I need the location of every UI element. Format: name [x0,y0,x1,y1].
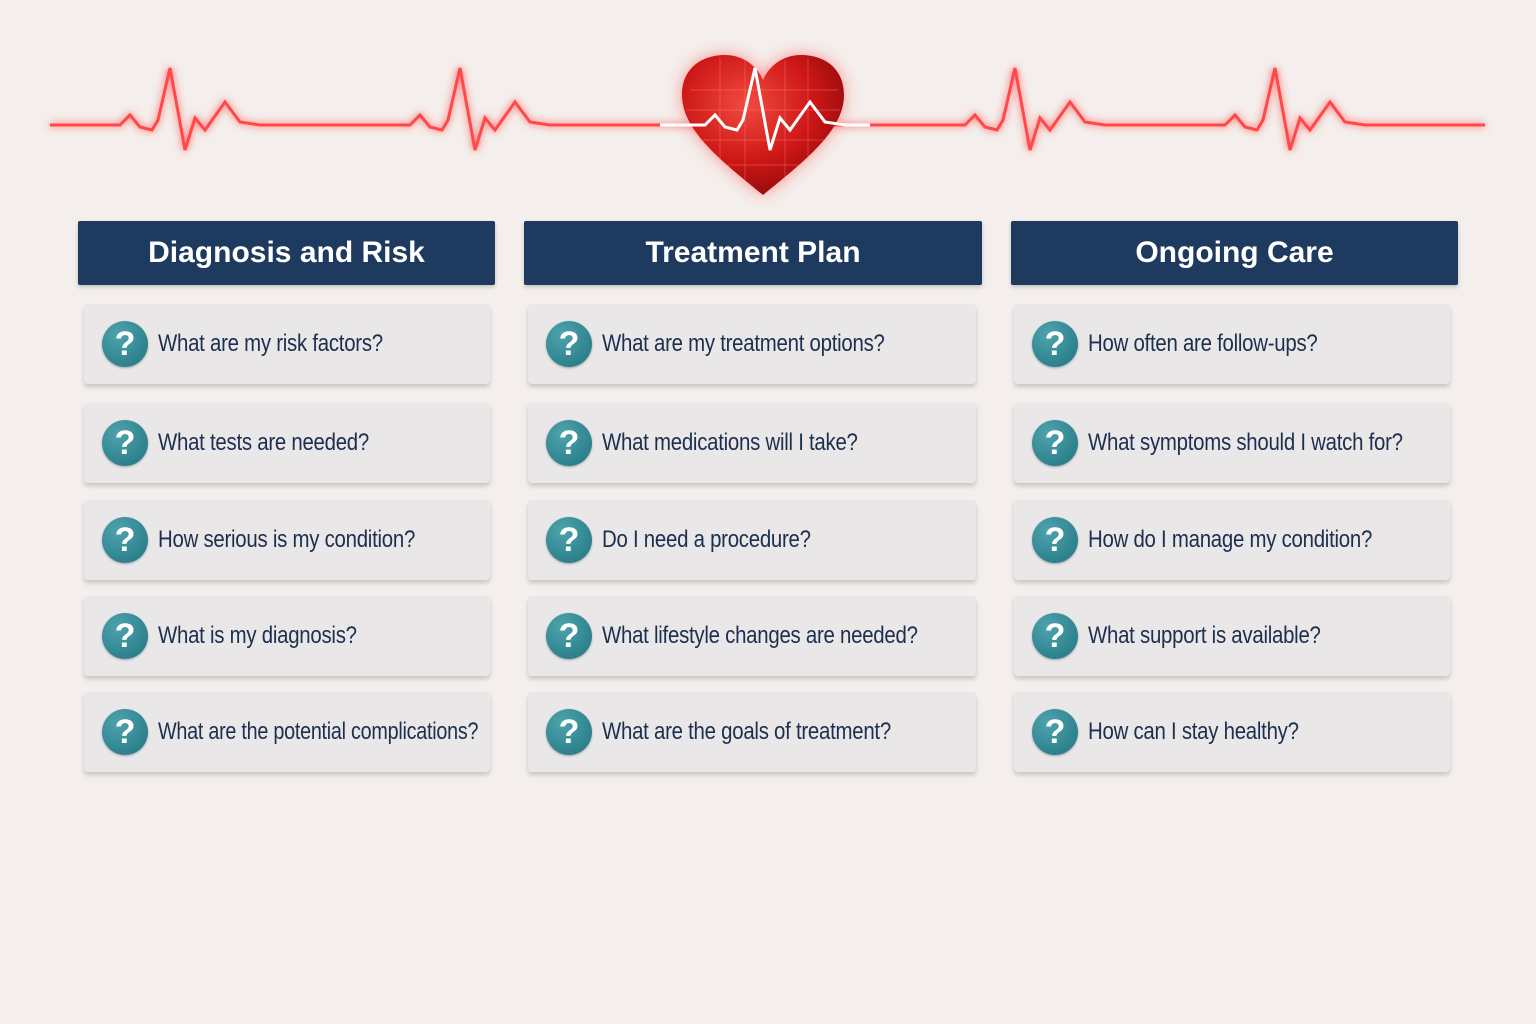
question-card: ? How serious is my condition? [84,500,490,580]
question-card: ? What is my diagnosis? [84,596,490,676]
question-text: Do I need a procedure? [602,526,811,553]
column-header: Treatment Plan [524,221,982,285]
question-text: What medications will I take? [602,429,858,456]
question-text: What are my treatment options? [602,330,885,357]
question-card: ? How can I stay healthy? [1014,692,1450,772]
question-text: How can I stay healthy? [1088,718,1299,745]
question-mark-icon: ? [1032,420,1078,466]
question-mark-icon: ? [102,420,148,466]
question-text: How often are follow-ups? [1088,330,1318,357]
question-mark-icon: ? [1032,517,1078,563]
question-text: What tests are needed? [158,429,369,456]
column-header: Diagnosis and Risk [78,221,495,285]
question-text: How do I manage my condition? [1088,526,1373,553]
question-card: ? What lifestyle changes are needed? [528,596,976,676]
question-card: ? What are the goals of treatment? [528,692,976,772]
question-mark-icon: ? [1032,321,1078,367]
question-card: ? How do I manage my condition? [1014,500,1450,580]
question-mark-icon: ? [546,517,592,563]
question-card: ? How often are follow-ups? [1014,304,1450,384]
heart-with-ecg-icon [660,55,870,195]
question-text: What are the potential complications? [158,718,479,745]
question-card: ? What are the potential complications? [84,692,490,772]
question-mark-icon: ? [546,709,592,755]
column-header: Ongoing Care [1011,221,1458,285]
question-text: What symptoms should I watch for? [1088,429,1403,456]
question-text: What is my diagnosis? [158,622,357,649]
question-mark-icon: ? [546,321,592,367]
question-text: How serious is my condition? [158,526,416,553]
question-card: ? What symptoms should I watch for? [1014,403,1450,483]
question-card: ? What are my risk factors? [84,304,490,384]
question-card: ? What tests are needed? [84,403,490,483]
question-mark-icon: ? [546,613,592,659]
question-card: ? Do I need a procedure? [528,500,976,580]
question-mark-icon: ? [102,517,148,563]
question-mark-icon: ? [1032,709,1078,755]
question-card: ? What medications will I take? [528,403,976,483]
question-mark-icon: ? [102,613,148,659]
question-text: What are the goals of treatment? [602,718,891,745]
question-text: What lifestyle changes are needed? [602,622,918,649]
question-mark-icon: ? [102,709,148,755]
ecg-line [50,67,1485,151]
question-mark-icon: ? [1032,613,1078,659]
question-text: What support is available? [1088,622,1321,649]
question-card: ? What are my treatment options? [528,304,976,384]
question-text: What are my risk factors? [158,330,383,357]
ecg-heartbeat-banner [50,55,1485,195]
question-mark-icon: ? [546,420,592,466]
question-card: ? What support is available? [1014,596,1450,676]
question-mark-icon: ? [102,321,148,367]
